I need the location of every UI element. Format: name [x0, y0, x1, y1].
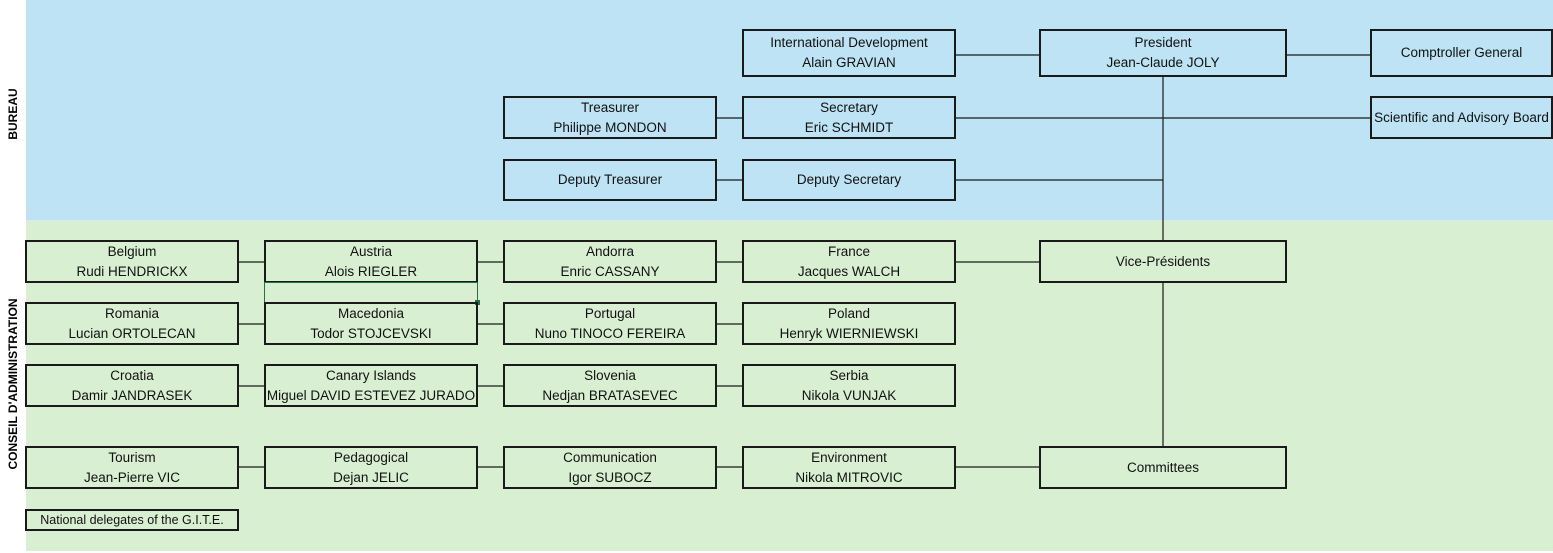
- conseil-section-band: [26, 220, 1553, 551]
- intl-development-title: International Development: [770, 35, 928, 50]
- tourism-box[interactable]: Tourism Jean-Pierre VIC: [25, 446, 239, 489]
- canary-islands-name: Miguel DAVID ESTEVEZ JURADO: [266, 387, 476, 403]
- scientific-advisory-board-box[interactable]: Scientific and Advisory Board: [1370, 96, 1553, 139]
- belgium-title: Belgium: [107, 243, 157, 259]
- poland-title: Poland: [827, 305, 871, 321]
- national-delegates-box[interactable]: National delegates of the G.I.T.E.: [25, 509, 239, 531]
- macedonia-box[interactable]: Macedonia Todor STOJCEVSKI: [264, 302, 478, 345]
- deputy-treasurer-box[interactable]: Deputy Treasurer: [503, 159, 717, 201]
- treasurer-title: Treasurer: [580, 99, 639, 115]
- portugal-box[interactable]: Portugal Nuno TINOCO FEREIRA: [503, 302, 717, 345]
- portugal-title: Portugal: [584, 305, 636, 321]
- committees-box[interactable]: Committees: [1039, 446, 1287, 489]
- treasurer-box[interactable]: Treasurer Philippe MONDON: [503, 96, 717, 139]
- president-name: Jean-Claude JOLY: [1106, 55, 1220, 70]
- secretary-box[interactable]: Secretary Eric SCHMIDT: [742, 96, 956, 139]
- croatia-box[interactable]: Croatia Damir JANDRASEK: [25, 364, 239, 407]
- macedonia-name: Todor STOJCEVSKI: [310, 325, 432, 341]
- communication-box[interactable]: Communication Igor SUBOCZ: [503, 446, 717, 489]
- austria-title: Austria: [349, 243, 393, 259]
- environment-box[interactable]: Environment Nikola MITROVIC: [742, 446, 956, 489]
- france-name: Jacques WALCH: [797, 263, 901, 279]
- romania-box[interactable]: Romania Lucian ORTOLECAN: [25, 302, 239, 345]
- andorra-title: Andorra: [585, 243, 635, 259]
- secretary-name: Eric SCHMIDT: [804, 119, 894, 135]
- france-box[interactable]: France Jacques WALCH: [742, 240, 956, 283]
- deputy-secretary-box[interactable]: Deputy Secretary: [742, 159, 956, 201]
- romania-name: Lucian ORTOLECAN: [68, 325, 196, 341]
- serbia-name: Nikola VUNJAK: [801, 387, 897, 403]
- president-title: President: [1134, 35, 1192, 50]
- environment-name: Nikola MITROVIC: [795, 469, 903, 485]
- vice-presidents-title: Vice-Présidents: [1115, 253, 1211, 269]
- deputy-secretary-title: Deputy Secretary: [796, 172, 902, 187]
- slovenia-title: Slovenia: [584, 367, 636, 383]
- bureau-section-band: [26, 0, 1553, 220]
- tourism-name: Jean-Pierre VIC: [83, 469, 181, 485]
- croatia-title: Croatia: [110, 367, 154, 383]
- cell-selection-outline[interactable]: [264, 282, 478, 304]
- austria-name: Alois RIEGLER: [324, 263, 418, 279]
- treasurer-name: Philippe MONDON: [553, 119, 667, 135]
- comptroller-general-box[interactable]: Comptroller General: [1370, 29, 1553, 77]
- poland-box[interactable]: Poland Henryk WIERNIEWSKI: [742, 302, 956, 345]
- communication-title: Communication: [563, 449, 657, 465]
- pedagogical-title: Pedagogical: [333, 449, 409, 465]
- canary-islands-title: Canary Islands: [325, 367, 417, 383]
- belgium-name: Rudi HENDRICKX: [76, 263, 188, 279]
- intl-development-box[interactable]: International Development Alain GRAVIAN: [742, 29, 956, 77]
- croatia-name: Damir JANDRASEK: [71, 387, 193, 403]
- france-title: France: [827, 243, 871, 259]
- serbia-box[interactable]: Serbia Nikola VUNJAK: [742, 364, 956, 407]
- environment-title: Environment: [811, 449, 887, 465]
- andorra-name: Enric CASSANY: [560, 263, 660, 279]
- romania-title: Romania: [104, 305, 160, 321]
- serbia-title: Serbia: [829, 367, 869, 383]
- andorra-box[interactable]: Andorra Enric CASSANY: [503, 240, 717, 283]
- poland-name: Henryk WIERNIEWSKI: [779, 325, 919, 341]
- belgium-box[interactable]: Belgium Rudi HENDRICKX: [25, 240, 239, 283]
- scientific-advisory-board-title: Scientific and Advisory Board: [1374, 109, 1549, 125]
- comptroller-general-title: Comptroller General: [1400, 45, 1523, 60]
- president-box[interactable]: President Jean-Claude JOLY: [1039, 29, 1287, 77]
- austria-box[interactable]: Austria Alois RIEGLER: [264, 240, 478, 283]
- communication-name: Igor SUBOCZ: [568, 469, 652, 485]
- pedagogical-box[interactable]: Pedagogical Dejan JELIC: [264, 446, 478, 489]
- portugal-name: Nuno TINOCO FEREIRA: [534, 325, 686, 341]
- secretary-title: Secretary: [820, 99, 878, 115]
- committees-title: Committees: [1126, 459, 1199, 475]
- slovenia-box[interactable]: Slovenia Nedjan BRATASEVEC: [503, 364, 717, 407]
- macedonia-title: Macedonia: [337, 305, 405, 321]
- tourism-title: Tourism: [108, 449, 156, 465]
- national-delegates-title: National delegates of the G.I.T.E.: [40, 513, 224, 527]
- intl-development-name: Alain GRAVIAN: [802, 55, 896, 70]
- deputy-treasurer-title: Deputy Treasurer: [557, 172, 663, 187]
- canary-islands-box[interactable]: Canary Islands Miguel DAVID ESTEVEZ JURA…: [264, 364, 478, 407]
- pedagogical-name: Dejan JELIC: [333, 469, 409, 485]
- slovenia-name: Nedjan BRATASEVEC: [542, 387, 678, 403]
- vice-presidents-box[interactable]: Vice-Présidents: [1039, 240, 1287, 283]
